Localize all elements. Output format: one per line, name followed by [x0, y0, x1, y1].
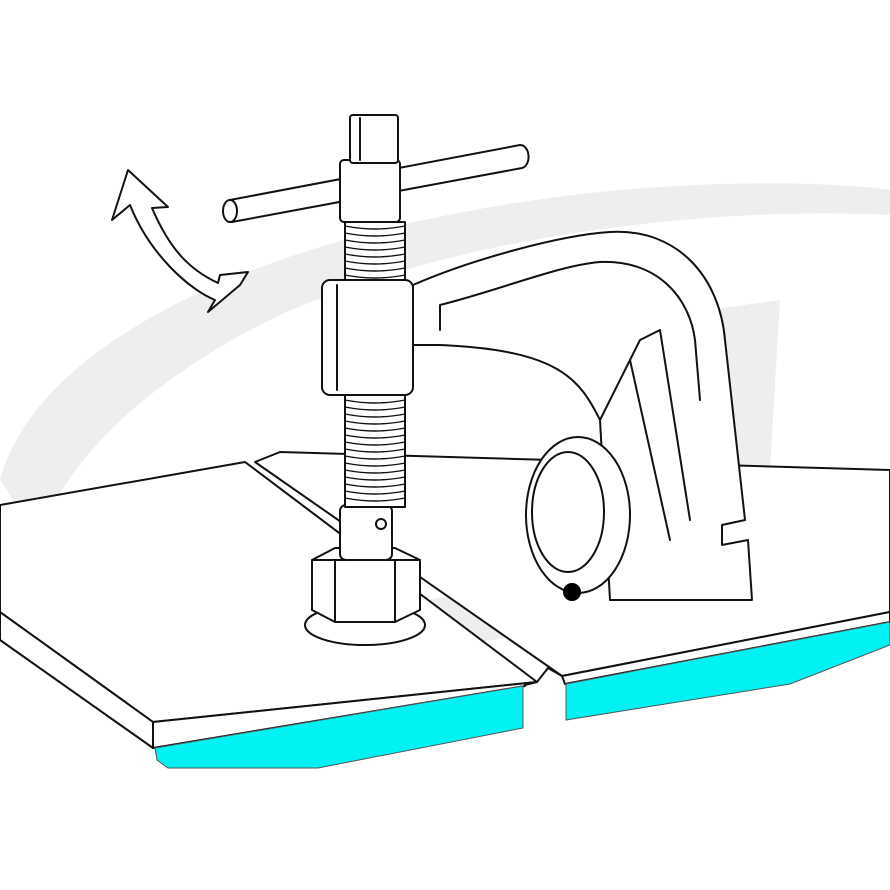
screw-thread [344, 399, 406, 502]
clamp-frame [412, 230, 753, 601]
screw-thread [344, 225, 406, 279]
clamp-screw [222, 114, 530, 646]
left-plate [0, 461, 538, 769]
rotation-arrow-icon [111, 169, 249, 313]
right-bevel [565, 621, 890, 721]
pivot-dot [563, 583, 581, 601]
left-bevel [154, 685, 524, 769]
